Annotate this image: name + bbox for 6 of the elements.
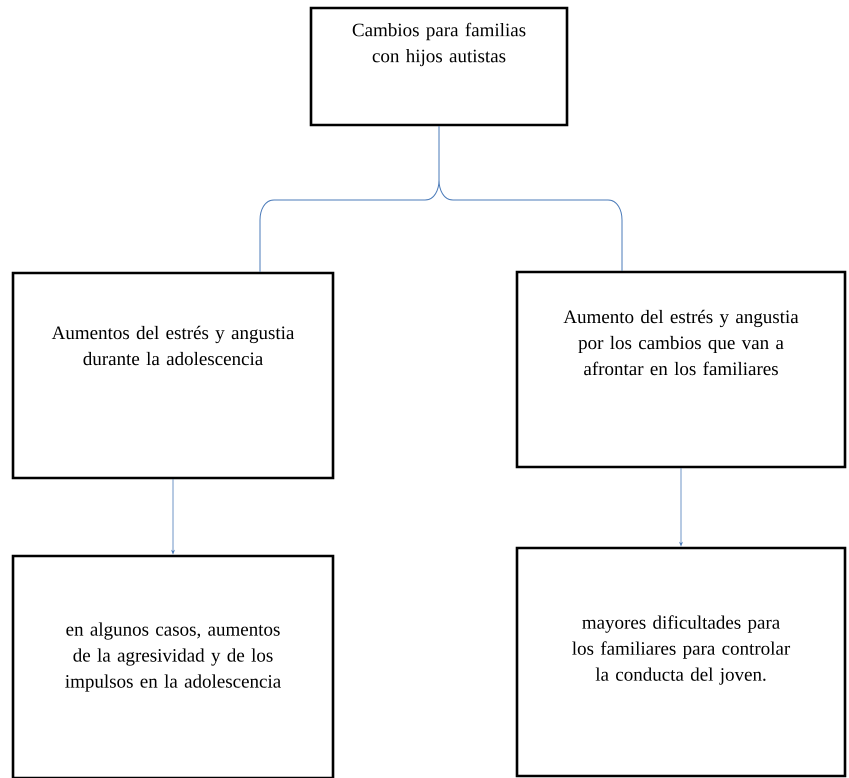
text-box: mayores dificultades para los familiares para controlar la conducta del joven. bbox=[516, 546, 846, 778]
text-box: Cambios para familias con hijos autistas bbox=[310, 6, 568, 126]
brace-connector bbox=[438, 126, 622, 272]
text-box: Aumento del estrés y angustia por los cambios que van a afrontar en los familiares bbox=[516, 270, 846, 468]
text-box: Aumentos del estrés y angustia durante la adolescencia bbox=[12, 272, 334, 480]
text-box: en algunos casos, aumentos de la agresividad y de los impulsos en la adolescencia bbox=[12, 554, 334, 778]
